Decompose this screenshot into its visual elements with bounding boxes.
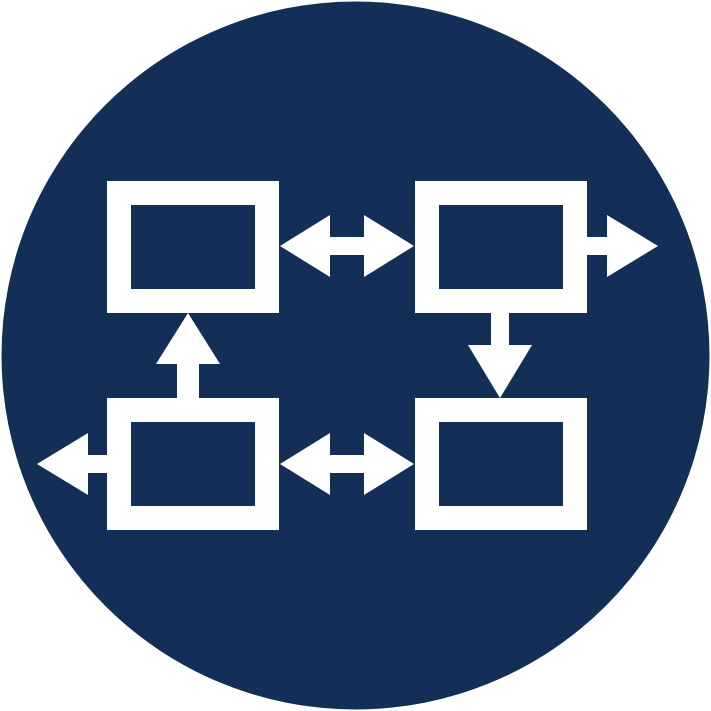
top-bidirectional-arrow [280,215,414,277]
top-left-box [107,181,279,313]
bottom-bidirectional-arrow [280,433,414,495]
top-right-output-arrow [587,215,658,277]
top-right-box [415,181,587,313]
bottom-right-box [415,398,587,530]
flow-diagram-shapes [37,181,658,530]
down-arrow [468,313,532,398]
up-arrow [156,313,220,398]
bottom-left-output-arrow [37,433,107,495]
bottom-left-box [107,398,279,530]
